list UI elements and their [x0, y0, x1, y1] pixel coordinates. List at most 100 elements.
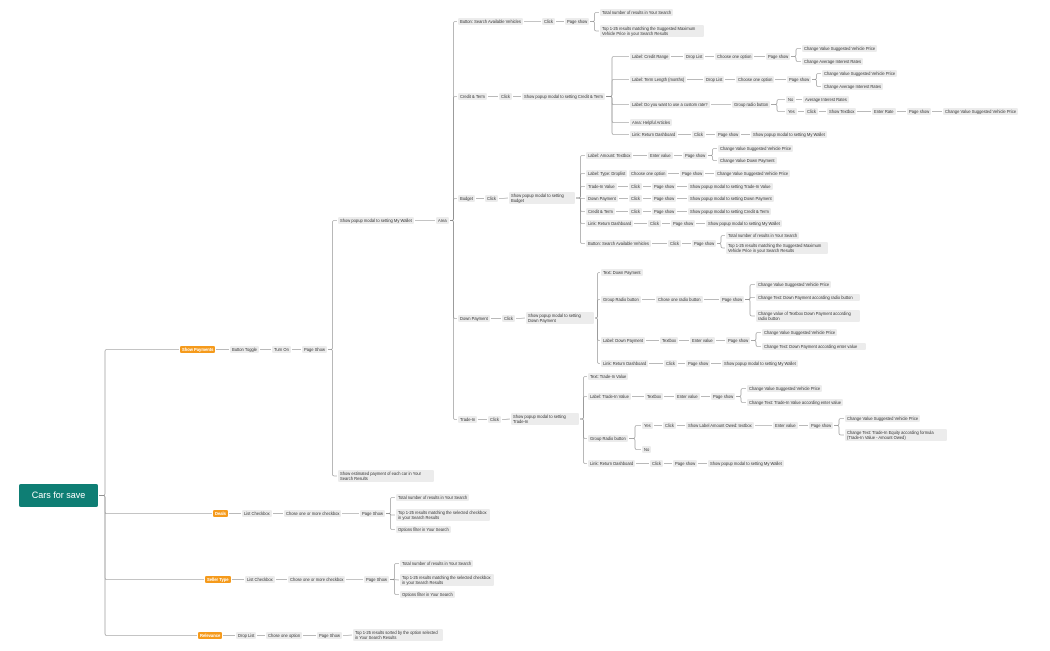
node-ct[interactable]: Credit & Term	[458, 92, 487, 100]
node-dlps[interactable]: Page Show	[360, 509, 385, 517]
node-cqyc[interactable]: Click	[805, 107, 818, 115]
node-bsv1b[interactable]: Top 1-25 results matching the Suggested …	[600, 25, 704, 37]
node-grbb[interactable]: Change Text: Down Payment according radi…	[756, 293, 860, 301]
node-cqno[interactable]: No	[786, 95, 796, 103]
node-lrd3[interactable]: Link: Return Dashboard	[601, 359, 649, 367]
node-tic[interactable]: Click	[488, 415, 501, 423]
node-budc[interactable]: Click	[485, 194, 498, 202]
node-tld[interactable]: Drop List	[704, 75, 725, 83]
node-dpm[interactable]: Show popup modal to setting Down Payment	[526, 312, 594, 324]
node-stb[interactable]: Top 1-25 results matching the selected c…	[400, 574, 494, 586]
node-bt[interactable]: Button Toggle	[230, 345, 259, 353]
node-dlc[interactable]: Options filter in Your Search	[396, 525, 451, 533]
node-grb2c[interactable]: Click	[663, 421, 676, 429]
node-lap[interactable]: Page show	[683, 151, 708, 159]
node-bsv2b[interactable]: Top 1-25 results matching the Suggested …	[726, 242, 828, 254]
node-dlb[interactable]: Top 1-25 results matching the selected c…	[396, 509, 490, 521]
node-ltp[interactable]: Page show	[680, 169, 705, 177]
node-lrd2[interactable]: Link: Return Dashboard	[586, 219, 634, 227]
node-lti[interactable]: Label: Trade-In Value	[588, 392, 631, 400]
node-bsv2p[interactable]: Page show	[692, 239, 717, 247]
node-cqer[interactable]: Enter Rate	[872, 107, 896, 115]
node-budm[interactable]: Show popup modal to setting Budget	[509, 192, 575, 204]
node-dp1[interactable]: Down Payment	[586, 194, 618, 202]
node-tlb[interactable]: Change Average Interest Rates	[822, 82, 884, 90]
node-lrd3c[interactable]: Click	[664, 359, 677, 367]
node-dp1m[interactable]: Show popup modal to setting Down Payment	[688, 194, 774, 202]
node-ltcv[interactable]: Change Value Suggested Vehicle Price	[715, 169, 791, 177]
node-st[interactable]: Seller Type	[205, 575, 231, 583]
node-ct2[interactable]: Credit & Term	[586, 207, 615, 215]
node-dp1p[interactable]: Page show	[652, 194, 677, 202]
node-cqps[interactable]: Page show	[907, 107, 932, 115]
node-lrd1p[interactable]: Page show	[716, 130, 741, 138]
node-ltia[interactable]: Change Value Suggested Vehicle Price	[747, 384, 823, 392]
node-ct2c[interactable]: Click	[629, 207, 642, 215]
node-grbc[interactable]: Change value of Textbox Down Payment acc…	[756, 310, 860, 322]
node-lrd4p[interactable]: Page show	[673, 459, 698, 467]
node-stps[interactable]: Page Show	[364, 575, 389, 583]
node-grb[interactable]: Group Radio button	[601, 295, 641, 303]
node-rl[interactable]: Relevance	[198, 631, 223, 639]
node-cha[interactable]: Area: Helpful Articles	[630, 118, 672, 126]
node-crp[interactable]: Page show	[766, 52, 791, 60]
node-tivm[interactable]: Show popup modal to setting Trade-In Val…	[688, 182, 773, 190]
node-ps[interactable]: Page Show	[302, 345, 327, 353]
node-cra[interactable]: Change Value Suggested Vehicle Price	[802, 44, 878, 52]
node-grba[interactable]: Change Value Suggested Vehicle Price	[756, 280, 832, 288]
node-tla[interactable]: Change Value Suggested Vehicle Price	[822, 69, 898, 77]
node-crb[interactable]: Change Average Interest Rates	[802, 57, 864, 65]
node-rldl[interactable]: Drop List	[236, 631, 257, 639]
node-dllc[interactable]: List Checkbox	[242, 509, 272, 517]
node-area[interactable]: Area	[436, 216, 449, 224]
node-cqyes[interactable]: Yes	[786, 107, 797, 115]
node-dp[interactable]: Down Payment	[458, 314, 490, 322]
node-bud[interactable]: Budget	[458, 194, 475, 202]
node-ldpb[interactable]: Change Text: Down Payment according ente…	[762, 342, 866, 350]
node-tiv[interactable]: Trade-In Value	[586, 182, 617, 190]
node-lrd2m[interactable]: Show popup modal to setting My Wallet	[706, 219, 782, 227]
node-tivp[interactable]: Page show	[652, 182, 677, 190]
node-tlp[interactable]: Page show	[787, 75, 812, 83]
node-lrd3m[interactable]: Show popup modal to setting My Wallet	[722, 359, 798, 367]
node-ti[interactable]: Trade-In	[458, 415, 478, 423]
node-ldp[interactable]: Label: Down Payment	[601, 336, 646, 344]
node-cqnoa[interactable]: Average Interest Rates	[803, 95, 849, 103]
node-ctc[interactable]: Click	[499, 92, 512, 100]
node-bsv1c[interactable]: Click	[542, 17, 555, 25]
node-lrd2c[interactable]: Click	[648, 219, 661, 227]
node-bsv1[interactable]: Button: Search Available Vehicles	[458, 17, 523, 25]
node-cq[interactable]: Label: Do you want to use a custom rate?	[630, 100, 710, 108]
node-tti[interactable]: Text: Trade-In Value	[588, 372, 629, 380]
node-ltib[interactable]: Change Text: Trade-In Value according en…	[747, 398, 843, 406]
node-ltco[interactable]: Choose one option	[629, 169, 668, 177]
node-lrd4[interactable]: Link: Return Dashboard	[588, 459, 636, 467]
node-est[interactable]: Show estimated payment of each car in Yo…	[338, 470, 434, 482]
node-tivc[interactable]: Click	[629, 182, 642, 190]
node-grb2y[interactable]: Yes	[642, 421, 653, 429]
node-stc[interactable]: Options filter in Your Search	[400, 590, 455, 598]
node-grbco[interactable]: Chose one radio button	[656, 295, 703, 303]
node-tlco[interactable]: Choose one option	[736, 75, 775, 83]
node-la[interactable]: Label: Amount: Textbox	[586, 151, 633, 159]
node-ltie[interactable]: Enter value	[675, 392, 700, 400]
node-lrd1[interactable]: Link: Return Dashboard	[630, 130, 678, 138]
node-bsv2a[interactable]: Total number of results in Your Search	[726, 231, 800, 239]
node-grb2e[interactable]: Enter value	[773, 421, 798, 429]
node-bsv1p[interactable]: Page show	[565, 17, 590, 25]
node-cqcv[interactable]: Change Value Suggested Vehicle Price	[943, 107, 1019, 115]
node-lt[interactable]: Label: Type: Droplist	[586, 169, 628, 177]
root-node[interactable]: Cars for save	[19, 484, 98, 507]
node-ctm[interactable]: Show popup modal to setting Credit & Ter…	[522, 92, 605, 100]
node-lae[interactable]: Enter value	[648, 151, 673, 159]
node-ltip[interactable]: Page show	[711, 392, 736, 400]
node-ldpp[interactable]: Page show	[726, 336, 751, 344]
node-bsv2[interactable]: Button: Search Available Vehicles	[586, 239, 651, 247]
node-lrd1m[interactable]: Show popup modal to setting My Wallet	[751, 130, 827, 138]
node-lab[interactable]: Change Value Down Payment	[718, 156, 777, 164]
node-rlps[interactable]: Page Show	[317, 631, 342, 639]
node-ct2p[interactable]: Page show	[652, 207, 677, 215]
node-dlco[interactable]: Chose one or more checkbox	[284, 509, 342, 517]
node-ltit[interactable]: Textbox	[645, 392, 664, 400]
node-to[interactable]: Turn On	[272, 345, 291, 353]
